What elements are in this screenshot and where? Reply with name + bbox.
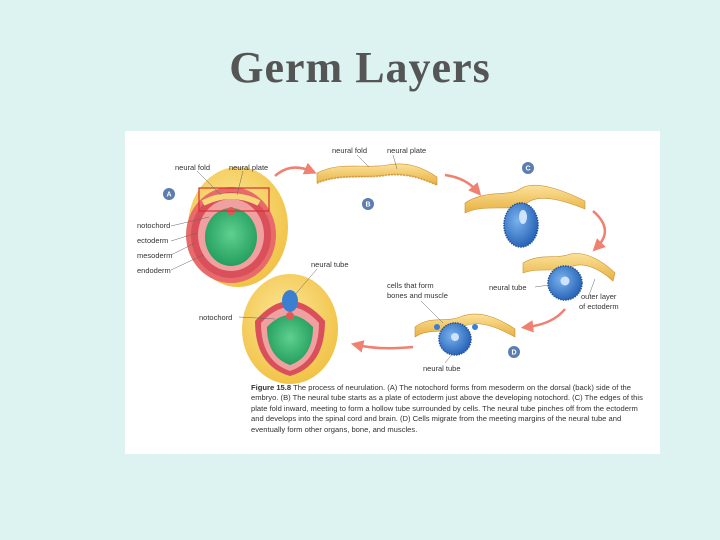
label-neural-plate-a: neural plate xyxy=(229,163,268,172)
badge-a-text: A xyxy=(166,192,171,199)
caption-figure-number: Figure 15.8 xyxy=(251,383,292,392)
slide-title: Germ Layers xyxy=(229,43,491,92)
label-neural-fold-b: neural fold xyxy=(332,146,367,155)
stage-c-neural-fold xyxy=(464,185,586,248)
label-neural-fold-a: neural fold xyxy=(175,163,210,172)
badge-c-text: C xyxy=(525,166,530,173)
embryo-d xyxy=(242,274,338,384)
label-outer-layer-line1: outer layer xyxy=(581,292,617,301)
label-outer-layer-line2: of ectoderm xyxy=(579,302,619,311)
stage-d-neural-tube xyxy=(414,313,516,356)
neural-plate-highlight-box xyxy=(198,187,270,212)
figure-caption: Figure 15.8 The process of neurulation. … xyxy=(251,383,651,435)
label-neural-tube-top: neural tube xyxy=(311,260,349,269)
badge-a: A xyxy=(163,188,175,200)
neurulation-figure: neural fold neural plate neural fold neu… xyxy=(125,131,660,454)
badge-d-text: D xyxy=(511,350,516,357)
label-endoderm: endoderm xyxy=(137,266,171,275)
stage-b-neural-plate xyxy=(316,163,438,186)
caption-text: The process of neurulation. (A) The noto… xyxy=(251,383,643,434)
label-mesoderm: mesoderm xyxy=(137,251,172,260)
arrow-c-to-c2 xyxy=(592,210,606,252)
badge-c: C xyxy=(522,162,534,174)
stage-c2-neural-tube xyxy=(522,253,616,301)
neurulation-diagram: neural fold neural plate neural fold neu… xyxy=(137,146,619,384)
arrow-c2-to-d xyxy=(520,308,566,333)
label-neural-tube-right: neural tube xyxy=(489,283,527,292)
label-notochord-a: notochord xyxy=(137,221,170,230)
label-neural-plate-b: neural plate xyxy=(387,146,426,155)
embryo-a xyxy=(186,167,288,287)
arrow-d-to-embryo xyxy=(350,340,414,353)
badge-b: B xyxy=(362,198,374,210)
leader-lines xyxy=(170,154,596,364)
label-neural-tube-bottom: neural tube xyxy=(423,364,461,373)
arrow-b-to-c xyxy=(444,173,482,196)
label-ectoderm: ectoderm xyxy=(137,236,168,245)
label-notochord-d: notochord xyxy=(199,313,232,322)
arrow-a-to-b xyxy=(274,162,317,177)
label-cells-line2: bones and muscle xyxy=(387,291,448,300)
label-cells-line1: cells that form xyxy=(387,281,434,290)
badge-d: D xyxy=(508,346,520,358)
badge-b-text: B xyxy=(365,202,370,209)
